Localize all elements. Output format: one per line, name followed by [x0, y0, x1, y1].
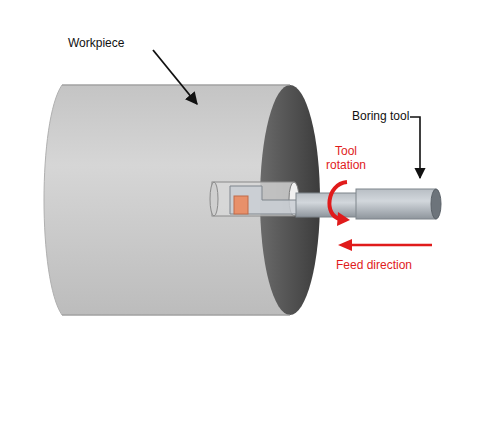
part-label: Workpiece — [68, 37, 124, 51]
part-label: Boring tool — [352, 110, 409, 124]
tool-shank — [356, 189, 436, 219]
leader-line — [153, 50, 197, 104]
cutting-insert — [234, 196, 248, 214]
feed-arrow — [350, 244, 432, 247]
tool-shank — [296, 193, 358, 217]
tool-head — [230, 186, 300, 214]
part-label: Feed direction — [336, 259, 412, 273]
part-label: Tool rotation — [318, 145, 374, 173]
leader-line — [410, 117, 420, 178]
